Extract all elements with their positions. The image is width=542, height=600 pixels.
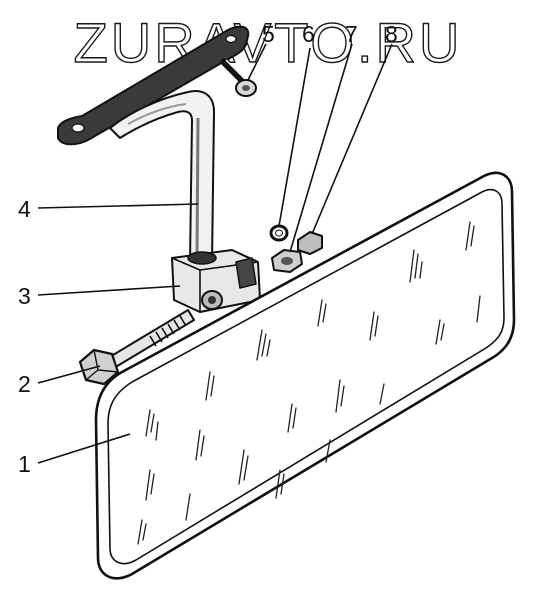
adjusting-bolt xyxy=(78,309,195,386)
callout-8: 8 xyxy=(385,21,398,47)
leader-3 xyxy=(37,285,181,296)
leader-8 xyxy=(311,43,393,235)
callout-4: 4 xyxy=(18,196,31,222)
watermark-text: ZURAVTO.RU xyxy=(74,11,463,74)
mirror-stem xyxy=(109,90,215,263)
callout-7: 7 xyxy=(345,21,358,47)
leader-7 xyxy=(289,43,353,253)
leader-4 xyxy=(37,203,199,209)
spring-washer xyxy=(269,224,289,242)
leader-2 xyxy=(37,365,101,384)
callout-3: 3 xyxy=(18,283,31,309)
screw xyxy=(220,58,257,97)
callout-1: 1 xyxy=(18,451,31,477)
nut-and-washer xyxy=(271,231,323,273)
mirror xyxy=(94,171,516,580)
callout-6: 6 xyxy=(302,21,315,47)
callout-5: 5 xyxy=(262,21,275,47)
glass-hatching xyxy=(137,221,481,545)
mounting-plate xyxy=(57,25,250,146)
leader-6 xyxy=(278,47,311,227)
leader-5 xyxy=(247,43,267,81)
leader-lines xyxy=(37,43,393,464)
bracket xyxy=(171,249,261,313)
leader-1 xyxy=(37,433,131,464)
callout-2: 2 xyxy=(18,371,31,397)
callout-labels: 1 2 3 4 5 6 7 8 xyxy=(18,21,398,477)
